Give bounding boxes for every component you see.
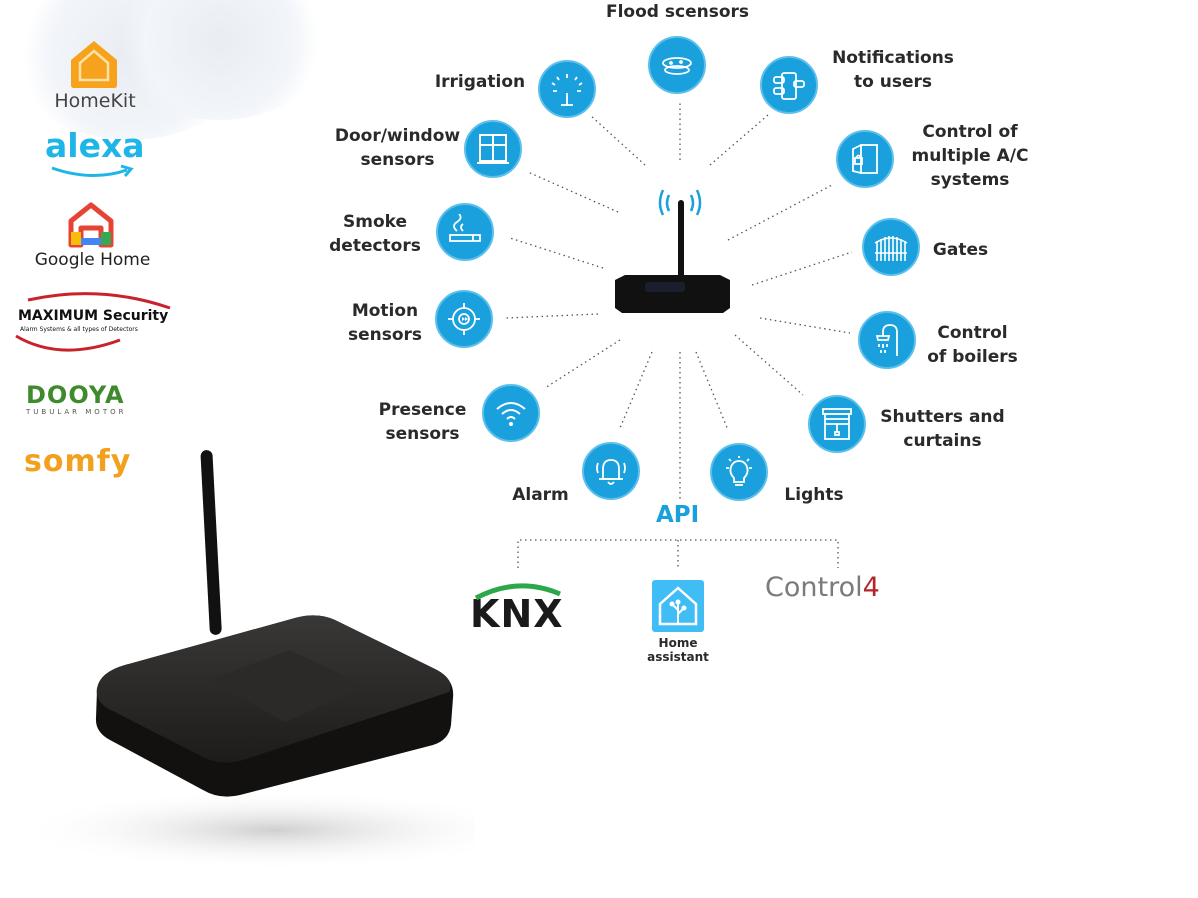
hub-device-image xyxy=(15,450,475,870)
dooya-logo: DOOYA TUBULAR MOTOR xyxy=(26,382,156,422)
shutter-icon xyxy=(808,395,866,453)
wifi-icon xyxy=(482,384,540,442)
maximum-security-logo: MAXIMUM Security Alarm Systems & all typ… xyxy=(10,290,175,355)
flood-icon xyxy=(648,36,706,94)
alexa-label: alexa xyxy=(45,126,145,165)
feature-label-flood: Flood scensors xyxy=(605,2,749,22)
homekit-label: HomeKit xyxy=(54,90,136,112)
control4-four-mark: 4 xyxy=(862,572,880,603)
feature-label-presence: Presence sensors xyxy=(378,400,467,444)
homekit-icon xyxy=(71,41,117,88)
door-lock-icon xyxy=(836,130,894,188)
motion-icon xyxy=(435,290,493,348)
feature-label-notifications: Notifications to users xyxy=(832,48,954,92)
google-home-label: Google Home xyxy=(34,250,151,270)
sprinkler-icon xyxy=(538,60,596,118)
maximum-tagline: Alarm Systems & all types of Detectors xyxy=(20,326,138,333)
google-home-icon xyxy=(68,202,114,248)
knx-logo: KNX xyxy=(470,592,564,636)
feature-label-lights: Lights xyxy=(784,485,844,505)
swoosh-icon xyxy=(15,292,171,352)
api-label: API xyxy=(656,502,700,528)
feature-label-ac-control: Control of multiple A/C systems xyxy=(911,122,1029,190)
feature-label-boilers: Control of boilers xyxy=(927,323,1018,367)
somfy-logo: somfy xyxy=(24,444,159,484)
feature-label-irrigation: Irrigation xyxy=(434,72,526,92)
maximum-security-label: MAXIMUM Security xyxy=(18,308,169,324)
smoke-icon xyxy=(436,203,494,261)
feature-label-smoke: Smoke detectors xyxy=(329,212,421,256)
control4-logo: Control4 xyxy=(765,572,880,603)
google-home-logo: Google Home xyxy=(30,200,155,275)
gate-icon xyxy=(862,218,920,276)
window-icon xyxy=(464,120,522,178)
shower-icon xyxy=(858,311,916,369)
small-hub-icon xyxy=(615,189,730,313)
dooya-label: DOOYA xyxy=(26,381,125,409)
feature-label-alarm: Alarm xyxy=(512,485,569,505)
feature-label-gates: Gates xyxy=(932,240,989,260)
phone-notification-icon xyxy=(760,56,818,114)
home-assistant-label: Home assistant xyxy=(647,636,709,664)
alexa-smile-icon xyxy=(51,164,134,178)
feature-label-door-window: Door/window sensors xyxy=(334,126,461,170)
bulb-icon xyxy=(710,443,768,501)
bell-icon xyxy=(582,442,640,500)
dooya-tagline: TUBULAR MOTOR xyxy=(26,408,127,416)
feature-label-motion: Motion sensors xyxy=(347,301,423,345)
feature-label-shutters: Shutters and curtains xyxy=(880,407,1005,451)
knx-swoosh-icon xyxy=(474,583,561,601)
alexa-logo: alexa xyxy=(45,126,145,183)
home-assistant-icon xyxy=(652,580,704,632)
homekit-logo: HomeKit xyxy=(50,38,140,113)
somfy-label: somfy xyxy=(24,444,132,479)
